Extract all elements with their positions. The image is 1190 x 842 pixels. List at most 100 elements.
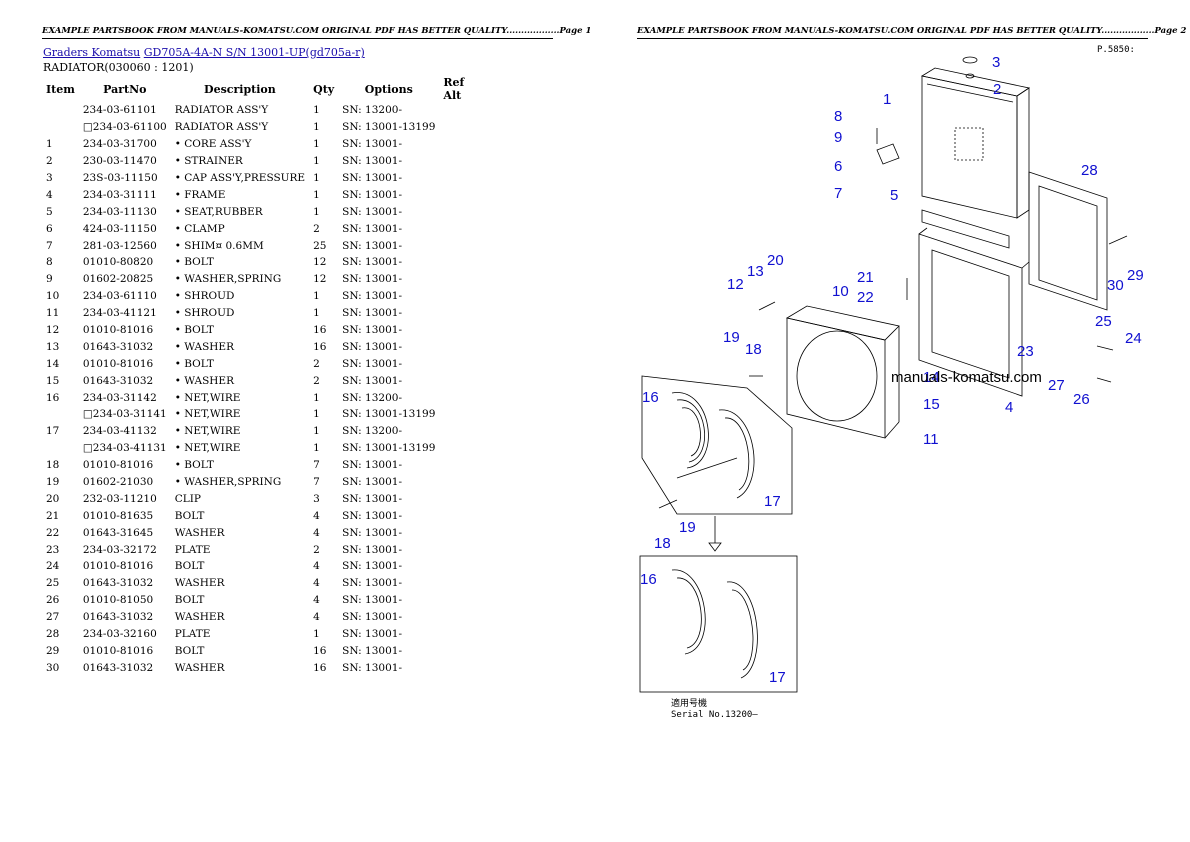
- cell-ref-alt: [439, 322, 487, 339]
- cell-ref-alt: [439, 271, 487, 288]
- cell-item: 15: [46, 374, 60, 387]
- cell-item: 12: [46, 324, 60, 337]
- cell-partno: 230-03-11470: [82, 155, 157, 168]
- cell-description: • SHROUD: [174, 307, 235, 320]
- cell-options: SN: 13001-: [342, 628, 403, 641]
- shroud-drawing: [785, 305, 900, 439]
- callout-labels: 1 2 3 4 5 6 7 8 9 10 11 12 13 14 15 16 1…: [640, 54, 1144, 720]
- cell-item: [42, 440, 79, 457]
- cell-description: • BOLT: [174, 357, 214, 370]
- cell-partno: 01602-21030: [82, 476, 154, 489]
- callout-13: 13: [747, 263, 764, 280]
- cell-qty: 1: [313, 188, 320, 201]
- cell-qty: 25: [313, 239, 327, 252]
- cell-options: SN: 13001-: [342, 239, 403, 252]
- cell-item: 8: [46, 256, 53, 269]
- cell-item: 6: [46, 222, 53, 235]
- cell-qty: 4: [313, 611, 320, 624]
- cell-description: • STRAINER: [174, 155, 243, 168]
- cell-description: PLATE: [174, 543, 211, 556]
- cell-partno: 281-03-12560: [82, 239, 157, 252]
- callout-26: 26: [1073, 391, 1090, 408]
- cell-qty: 1: [313, 425, 320, 438]
- cell-ref-alt: [439, 288, 487, 305]
- cell-item: 5: [46, 205, 53, 218]
- callout-11: 11: [923, 431, 939, 448]
- callout-2: 2: [993, 81, 1001, 98]
- cell-partno: 234-03-11130: [82, 205, 157, 218]
- callout-17-lower: 17: [769, 669, 786, 686]
- callout-21: 21: [857, 269, 874, 286]
- callout-3: 3: [992, 54, 1000, 71]
- callout-27: 27: [1048, 377, 1065, 394]
- cell-qty: 1: [313, 205, 320, 218]
- cell-ref-alt: [439, 643, 487, 660]
- breadcrumb-link-model[interactable]: GD705A-4A-N S/N 13001-UP(gd705a-r): [143, 46, 365, 59]
- cell-partno: 01643-31645: [82, 526, 154, 539]
- callout-17: 17: [764, 493, 781, 510]
- cell-partno: 01643-31032: [82, 374, 154, 387]
- cell-description: WASHER: [174, 611, 225, 624]
- wire-net-detail-box: [641, 375, 793, 515]
- cell-options: SN: 13001-: [342, 324, 403, 337]
- cell-options: SN: 13200-: [342, 104, 403, 117]
- breadcrumb-link-graders[interactable]: Graders Komatsu: [43, 46, 141, 59]
- column-header-item: Item: [46, 82, 75, 96]
- callout-5: 5: [890, 187, 898, 204]
- cell-ref-alt: [439, 186, 487, 203]
- callout-19-detail: 19: [679, 519, 696, 536]
- cell-ref-alt: [439, 220, 487, 237]
- clamp-drawing: [876, 143, 900, 165]
- cell-item: 20: [46, 492, 60, 505]
- cell-qty: 1: [313, 104, 320, 117]
- cell-item: 22: [46, 526, 60, 539]
- column-header-qty: Qty: [313, 82, 335, 96]
- cell-ref-alt: [439, 507, 487, 524]
- cell-qty: 4: [313, 509, 320, 522]
- cell-partno: 01010-81016: [82, 459, 154, 472]
- callout-29: 29: [1127, 267, 1144, 284]
- cell-description: • WASHER: [174, 340, 235, 353]
- cell-options: SN: 13001-: [342, 188, 403, 201]
- column-header-ref-alt: Ref Alt: [443, 76, 465, 102]
- cell-description: • NET,WIRE: [174, 408, 241, 421]
- cell-options: SN: 13001-: [342, 594, 403, 607]
- cell-description: • WASHER,SPRING: [174, 273, 282, 286]
- callout-6: 6: [834, 158, 842, 175]
- cell-item: 11: [46, 307, 60, 320]
- callout-15: 15: [923, 396, 940, 413]
- cell-partno: 01010-81016: [82, 560, 154, 573]
- cell-description: • CAP ASS'Y,PRESSURE: [174, 172, 306, 184]
- cell-item: 27: [46, 611, 60, 624]
- cell-item: 26: [46, 594, 60, 607]
- cell-qty: 1: [313, 442, 320, 455]
- cell-ref-alt: [439, 474, 487, 491]
- cell-item: 16: [46, 391, 60, 404]
- radiator-frame-drawing: [918, 227, 1030, 397]
- cell-description: RADIATOR ASS'Y: [174, 121, 269, 134]
- callout-9: 9: [834, 129, 842, 146]
- cell-ref-alt: [439, 355, 487, 372]
- cell-partno: 01643-31032: [82, 340, 154, 353]
- cell-options: SN: 13001-: [342, 661, 403, 674]
- cell-qty: 4: [313, 577, 320, 590]
- cell-ref-alt: [439, 541, 487, 558]
- serial-number-label: Serial No.13200–: [671, 710, 758, 720]
- cell-ref-alt: [439, 659, 487, 676]
- cell-options: SN: 13001-: [342, 492, 403, 505]
- cell-partno: 01643-31032: [82, 577, 154, 590]
- cell-item: [42, 102, 79, 119]
- rubber-seat-drawing: [921, 209, 1010, 249]
- cell-item: 10: [46, 290, 60, 303]
- cell-description: RADIATOR ASS'Y: [174, 104, 269, 117]
